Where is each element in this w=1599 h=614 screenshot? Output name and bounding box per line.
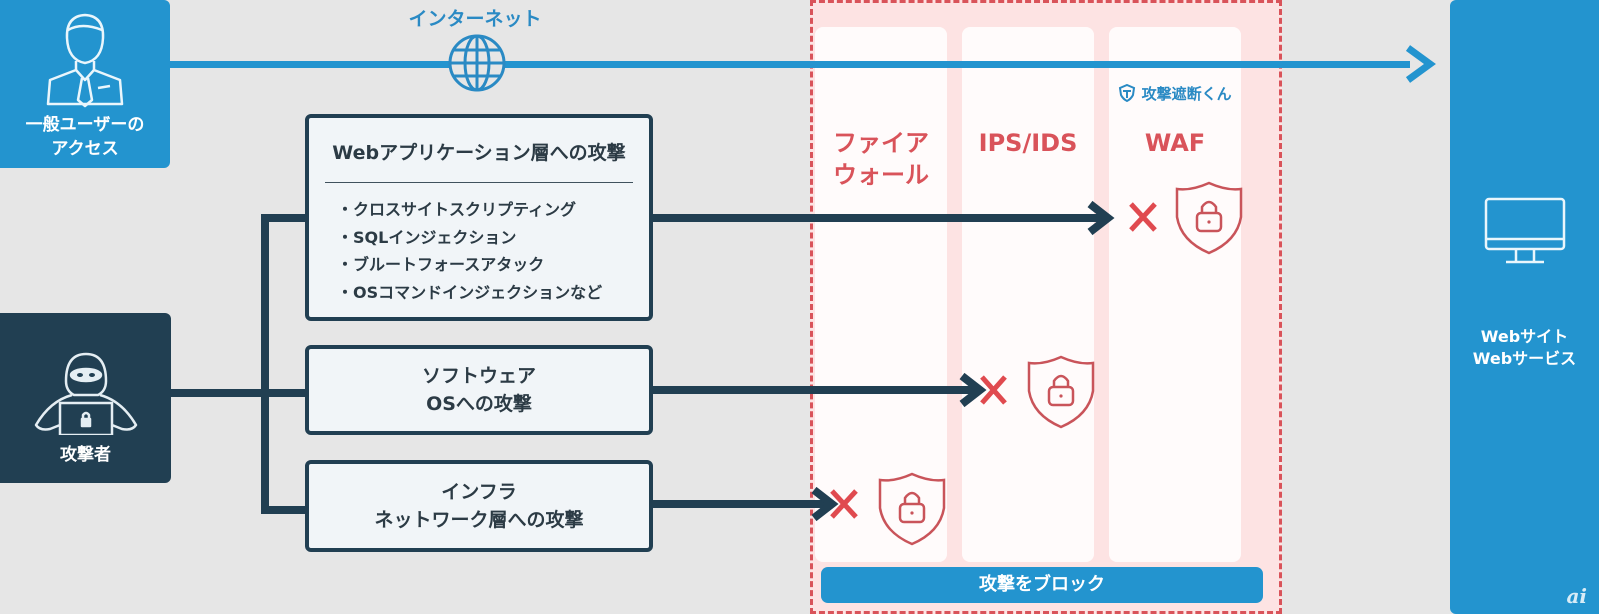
hooded-hacker-laptop-icon	[34, 352, 138, 435]
ai-watermark-logo: ai	[1566, 584, 1587, 608]
branch-web	[261, 214, 307, 222]
brand-name: 攻撃遮断くん	[1141, 85, 1232, 103]
shield-lock-icon	[878, 472, 946, 546]
os-attack-arrow	[653, 372, 987, 408]
layer-waf: 攻撃遮断くん WAF	[1109, 27, 1241, 562]
defense-zone: ファイア ウォール IPS/IDS 攻撃遮断くん WAF 攻撃をブロック	[810, 0, 1282, 614]
blocked-x-icon	[1129, 202, 1157, 232]
website-box: Webサイト Webサービス ai	[1450, 0, 1599, 614]
general-user-box: 一般ユーザーの アクセス	[0, 0, 170, 168]
layer-title-firewall: ファイア ウォール	[833, 129, 929, 189]
web-attack-arrow	[653, 200, 1115, 236]
globe-icon	[448, 34, 506, 92]
divider	[325, 182, 633, 183]
web-attack-item: ・クロスサイトスクリプティング	[337, 200, 577, 219]
web-app-attack-box: Webアプリケーション層への攻撃 ・クロスサイトスクリプティング ・SQLインジ…	[305, 114, 653, 321]
layer-title-ips-ids: IPS/IDS	[978, 129, 1078, 157]
general-user-label: 一般ユーザーの アクセス	[25, 115, 145, 159]
attacker-label: 攻撃者	[60, 445, 111, 465]
layer-firewall: ファイア ウォール	[815, 27, 947, 562]
shield-lock-icon	[1027, 355, 1095, 429]
web-app-attack-title: Webアプリケーション層への攻撃	[332, 142, 626, 164]
internet-arrowhead-icon	[1405, 45, 1436, 83]
infra-network-attack-label: インフラ ネットワーク層への攻撃	[374, 481, 584, 531]
block-attack-banner: 攻撃をブロック	[821, 567, 1263, 603]
brand-logo: 攻撃遮断くん	[1109, 83, 1241, 104]
web-attack-item: ・ブルートフォースアタック	[337, 255, 545, 274]
branch-trunk	[261, 214, 269, 514]
attacker-box: 攻撃者	[0, 313, 171, 483]
blocked-x-icon	[980, 375, 1007, 405]
shield-lock-icon	[1175, 181, 1243, 255]
infra-network-attack-box: インフラ ネットワーク層への攻撃	[305, 460, 653, 552]
layer-title-waf: WAF	[1144, 129, 1206, 157]
web-attack-item: ・SQLインジェクション	[337, 227, 517, 247]
monitor-icon	[1484, 197, 1566, 264]
brand-shield-icon	[1119, 83, 1136, 103]
attacker-connector	[170, 389, 307, 397]
software-os-attack-label: ソフトウェア OSへの攻撃	[421, 365, 536, 415]
web-attack-list: ・クロスサイトスクリプティング ・SQLインジェクション ・ブルートフォースアタ…	[337, 196, 602, 306]
website-label: Webサイト Webサービス	[1472, 327, 1577, 368]
web-attack-item: ・OSコマンドインジェクションなど	[337, 282, 603, 302]
layer-ips-ids: IPS/IDS	[962, 27, 1094, 562]
software-os-attack-box: ソフトウェア OSへの攻撃	[305, 345, 653, 435]
businessman-icon	[46, 13, 124, 108]
internet-label: インターネット	[408, 8, 542, 30]
branch-infra	[261, 506, 307, 514]
infra-attack-arrow	[653, 486, 839, 522]
internet-access-line	[170, 61, 1410, 68]
blocked-x-icon	[830, 489, 858, 519]
